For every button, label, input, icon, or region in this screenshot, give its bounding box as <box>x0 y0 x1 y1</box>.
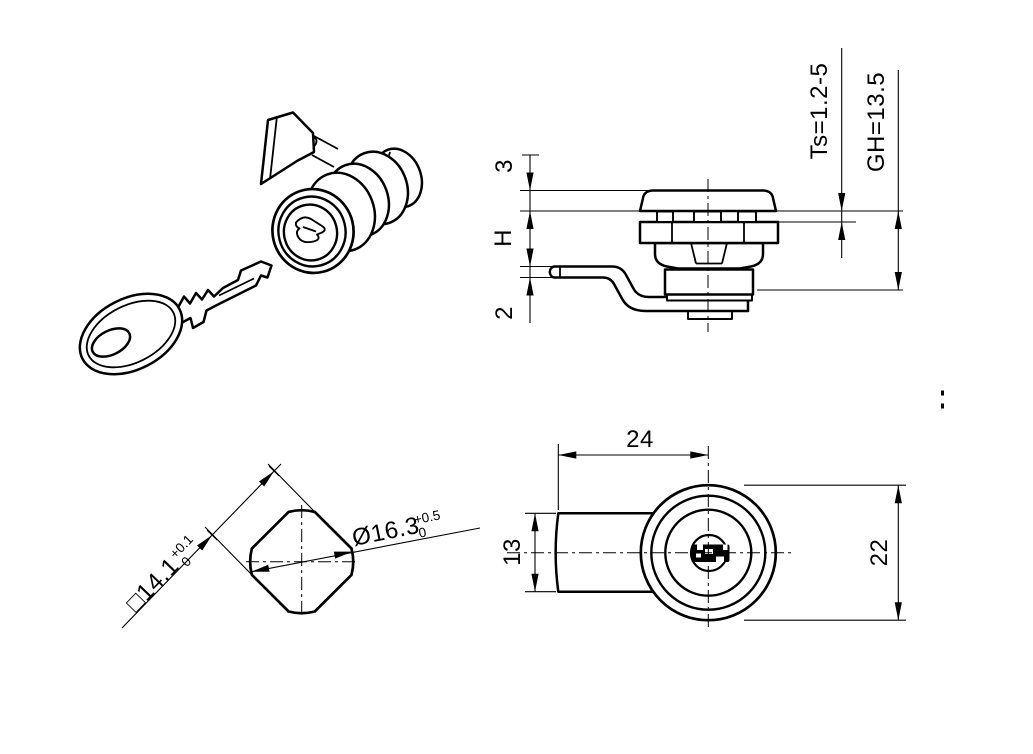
key-illustration <box>78 260 273 376</box>
keyway-cut-3 <box>716 556 724 562</box>
diameter-tol-top: +0.5 <box>413 507 442 527</box>
stray-dot-1 <box>941 390 944 396</box>
stray-marks <box>941 390 944 409</box>
neck-tab-left <box>656 210 674 223</box>
keyway-cut-2 <box>705 549 713 554</box>
diameter-arrow-right <box>333 551 353 559</box>
diameter-dim-label: Ø16.3 +0.5 0 <box>350 507 442 552</box>
dia-arrow-top <box>894 485 902 504</box>
front-view: 24 13 22 <box>499 426 906 629</box>
dim-label-ts: Ts=1.2-5 <box>806 63 833 160</box>
arrow-h-bottom <box>526 248 534 267</box>
square-value: □14.1 <box>121 553 185 618</box>
keyhole-slot-line <box>302 226 317 233</box>
width-arrow-right <box>690 451 709 459</box>
body-detail-right <box>721 242 728 264</box>
section-view: □14.1 +0.1 0 Ø16.3 +0.5 0 <box>121 463 481 629</box>
face-rim-mid <box>277 195 347 268</box>
neck-tab-right <box>737 210 757 223</box>
cylinder-body <box>663 268 755 296</box>
flag-arm-bottom <box>311 154 335 168</box>
keyway-cut-5 <box>696 553 701 558</box>
front-dimensions <box>525 444 906 621</box>
height-arrow-bottom <box>531 573 539 592</box>
flag-arm-top <box>313 135 339 150</box>
square-arrow-2 <box>259 471 275 487</box>
key-hole <box>90 327 132 358</box>
square-dim-label: □14.1 +0.1 0 <box>121 532 196 618</box>
diameter-tol-bottom: 0 <box>417 524 427 540</box>
keyway-cut-4 <box>723 544 728 550</box>
dim-label-h: H <box>490 229 517 247</box>
key-head-outer <box>78 292 184 376</box>
arrow-ts-bottom <box>838 222 846 240</box>
keyway-profile <box>691 544 730 562</box>
lower-body <box>653 241 765 270</box>
key-blade-line <box>218 277 255 297</box>
stray-dot-2 <box>941 403 944 409</box>
cam-lever-flag <box>259 111 316 186</box>
diameter-dimension: Ø16.3 +0.5 0 <box>251 507 481 573</box>
hex-nut <box>638 220 780 245</box>
dim-label-2: 2 <box>491 306 518 320</box>
lock-isometric <box>259 111 424 275</box>
square-ext-2 <box>267 463 316 513</box>
dim-label-22: 22 <box>866 539 893 567</box>
isometric-view <box>78 111 424 376</box>
diameter-arrow-left <box>251 564 270 572</box>
arrow-2-bottom <box>526 277 534 296</box>
dim-label-13: 13 <box>499 538 526 566</box>
arrow-gh-bottom <box>894 272 902 290</box>
height-arrow-top <box>531 513 539 532</box>
dim-label-24: 24 <box>626 426 654 453</box>
arrow-3-top <box>526 172 534 191</box>
diameter-leader-line <box>251 527 481 573</box>
keyway-cut-1 <box>697 544 703 550</box>
body-detail-left <box>690 242 697 264</box>
square-ext-1 <box>204 526 253 576</box>
face-plug <box>282 203 339 262</box>
dia-arrow-bottom <box>894 602 902 621</box>
arrow-3-bottom <box>526 211 534 229</box>
side-lock-body <box>548 179 780 332</box>
side-view: 3 H 2 Ts=1.2-5 GH=13.5 <box>490 48 903 332</box>
arrow-ts-top <box>838 193 846 211</box>
flag-fold-line <box>269 115 278 180</box>
dim-label-gh: GH=13.5 <box>863 72 890 172</box>
side-dim-arrows <box>526 172 902 296</box>
width-arrow-left <box>558 451 577 459</box>
head-cap <box>638 189 778 213</box>
key-head-inner <box>85 299 177 369</box>
dim-label-3: 3 <box>491 159 518 173</box>
square-arrow-1 <box>197 535 213 551</box>
arrow-gh-top <box>894 211 902 229</box>
